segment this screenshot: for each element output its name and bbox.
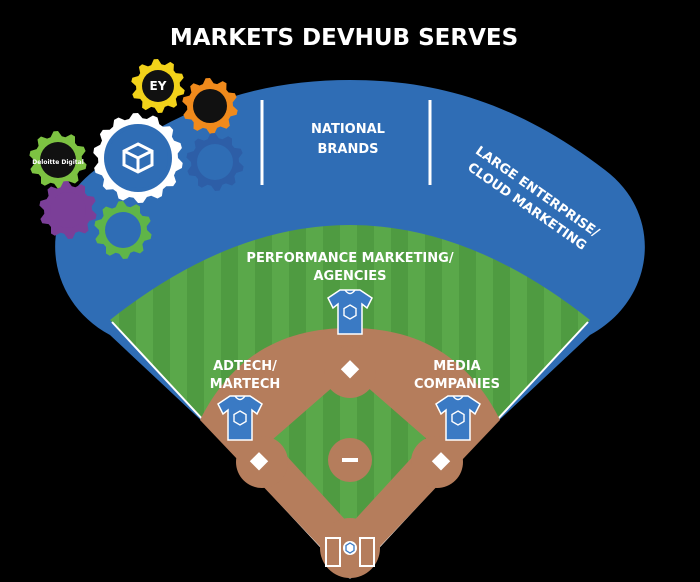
devhub-main-gear xyxy=(93,113,183,203)
media-companies-label-line2: COMPANIES xyxy=(414,377,500,392)
third-base-icon xyxy=(249,452,269,471)
national-brands-label-line2: BRANDS xyxy=(317,142,378,157)
pitcher-rubber xyxy=(342,458,358,462)
gear-center xyxy=(40,142,76,178)
batter-box-left xyxy=(325,537,341,567)
gear-label: EY xyxy=(150,79,167,93)
gear-center xyxy=(105,212,141,248)
green-gear xyxy=(94,201,152,259)
gear-center xyxy=(193,89,227,123)
gear-center xyxy=(197,144,233,180)
gear-center xyxy=(142,70,174,102)
gear-label: Deloitte Digital xyxy=(32,159,84,166)
jersey-icon xyxy=(327,289,373,335)
adtech-label-line1: ADTECH/ xyxy=(213,359,277,374)
first-base-icon xyxy=(431,452,451,471)
devhub-cube-icon xyxy=(343,541,357,555)
performance-marketing-label-line2: AGENCIES xyxy=(313,269,386,284)
partner-gears: EY Deloitte Digital xyxy=(29,59,244,259)
devhub-cube-icon xyxy=(122,142,154,174)
adtech-label-line2: MARTECH xyxy=(210,377,281,392)
ey-gear: EY xyxy=(131,59,185,113)
page-title: MARKETS DEVHUB SERVES xyxy=(170,25,518,51)
batter-box-right xyxy=(359,537,375,567)
gear-center xyxy=(50,192,86,228)
national-brands-label-line1: NATIONAL xyxy=(311,122,385,137)
media-companies-label-line1: MEDIA xyxy=(433,359,481,374)
orange-gear xyxy=(182,78,238,134)
deloitte-gear: Deloitte Digital xyxy=(29,131,87,189)
purple-gear xyxy=(39,181,97,239)
second-base-icon xyxy=(340,360,360,379)
performance-marketing-label-line1: PERFORMANCE MARKETING/ xyxy=(246,251,453,266)
jersey-icon xyxy=(435,395,481,441)
navy-gear xyxy=(186,133,244,191)
jersey-icon xyxy=(217,395,263,441)
